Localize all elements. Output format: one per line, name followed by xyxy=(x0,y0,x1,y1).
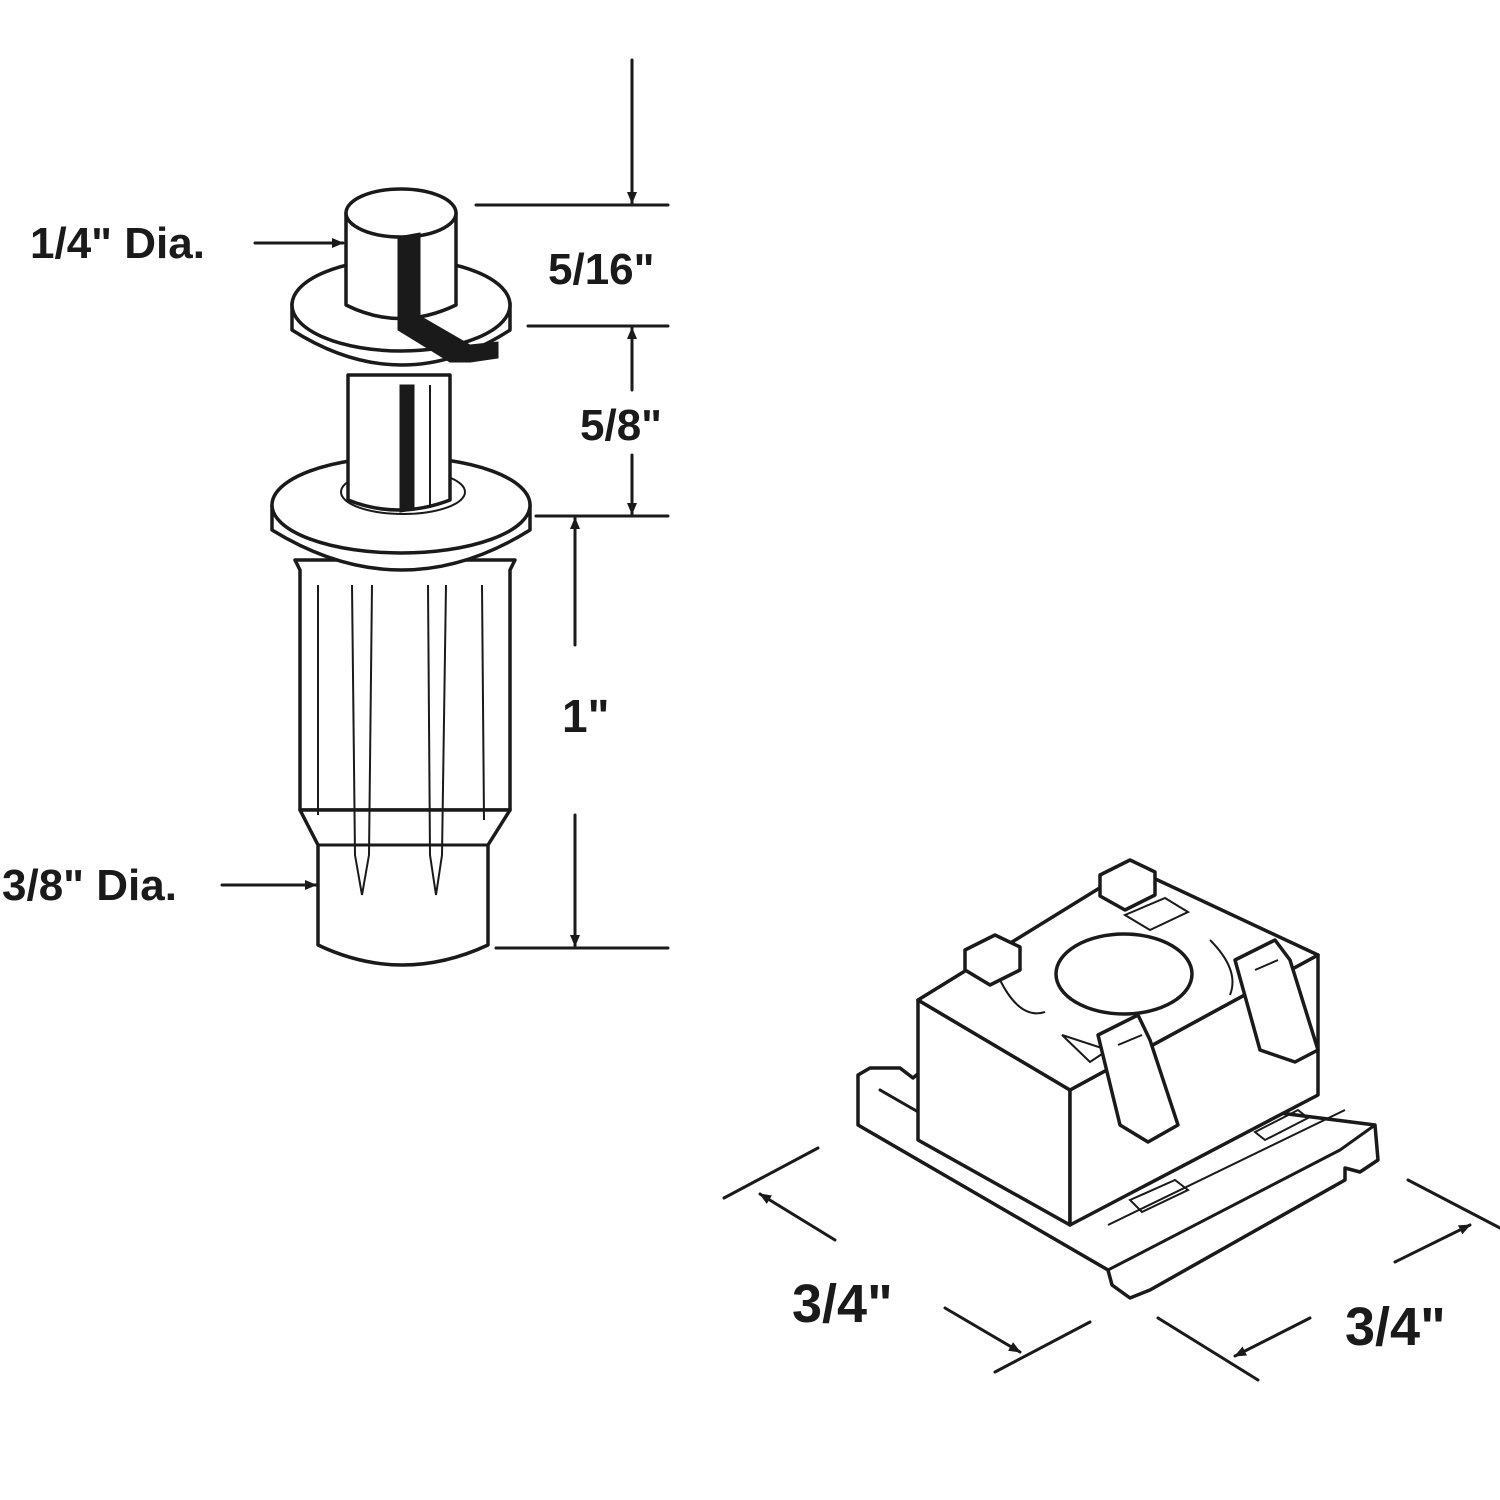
block-hole xyxy=(1054,932,1194,1016)
pin-dimension-lines xyxy=(220,58,670,950)
pin-cap-height-label: 5/16" xyxy=(548,245,655,294)
block-clip-front xyxy=(1096,1013,1180,1144)
block-tab-back xyxy=(1098,858,1157,912)
pin-neck xyxy=(346,373,452,512)
pin-shank-length-label: 1" xyxy=(562,690,609,742)
pivot-pin xyxy=(270,187,532,967)
block-dimension-lines xyxy=(722,1146,1500,1382)
pin-shank-diameter-label: 3/8" Dia. xyxy=(2,861,177,910)
pin-tip xyxy=(298,808,512,967)
block-width-right-label: 3/4" xyxy=(1345,1297,1446,1357)
block-tab-left xyxy=(963,933,1022,987)
pin-neck-height-label: 5/8" xyxy=(580,401,662,450)
guide-block xyxy=(856,858,1380,1300)
block-width-left-label: 3/4" xyxy=(792,1274,893,1334)
pin-flutes xyxy=(317,584,485,896)
pin-top-diameter-label: 1/4" Dia. xyxy=(30,219,205,268)
